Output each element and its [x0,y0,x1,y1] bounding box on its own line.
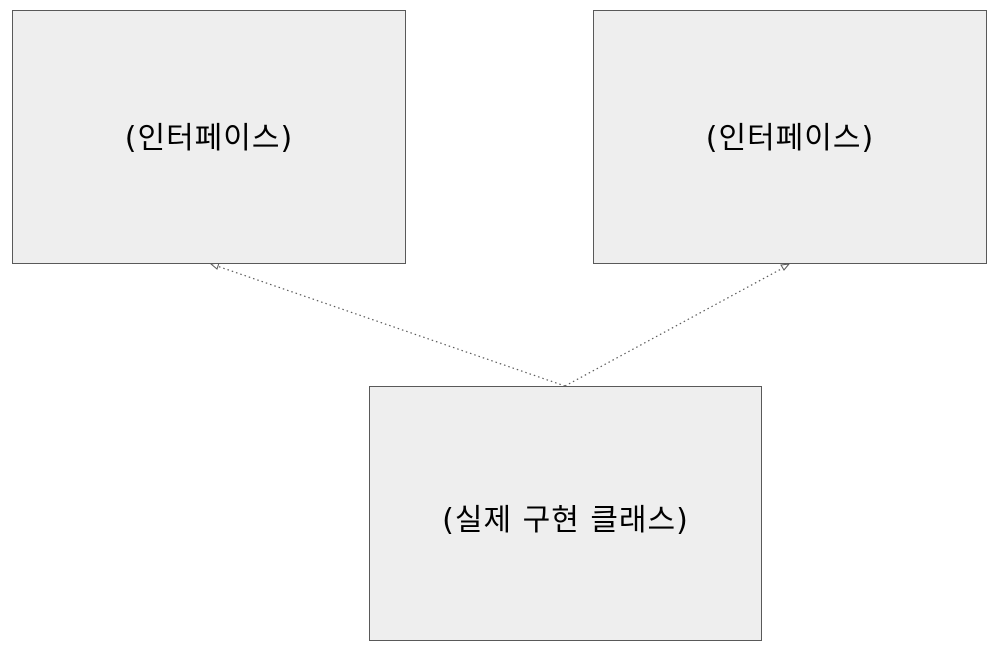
realization-edge-left [216,265,566,387]
interface-label-left: (인터페이스) [124,121,294,156]
interface-label-right: (인터페이스) [705,121,875,156]
implementation-class-box[interactable]: (실제 구현 클래스) [369,386,762,641]
interface-box-right[interactable]: (인터페이스) [593,10,987,264]
implementation-class-label: (실제 구현 클래스) [442,502,689,538]
realization-edge-right [564,267,784,387]
hollow-arrowhead-right-icon [780,263,791,271]
interface-box-left[interactable]: (인터페이스) [12,10,406,264]
